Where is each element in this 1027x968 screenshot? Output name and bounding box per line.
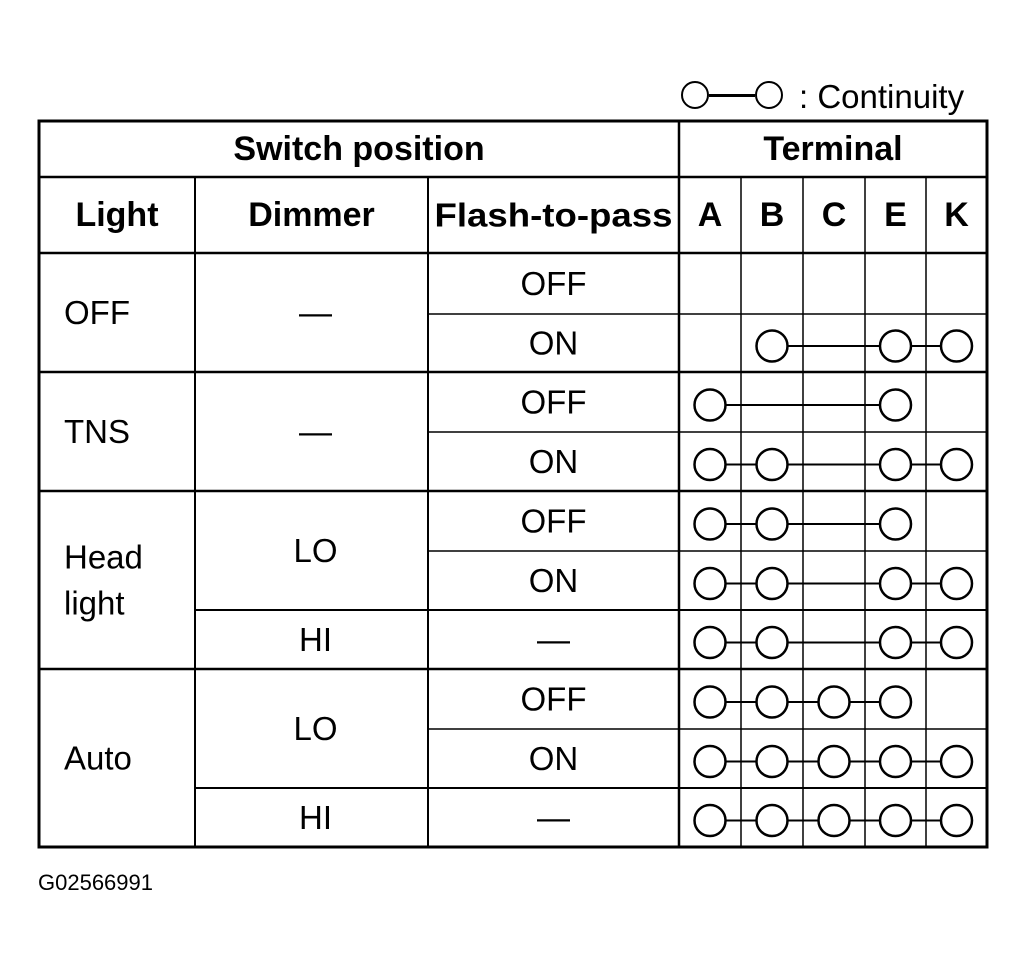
continuity-circle-k [939,744,974,779]
continuity-circle-a [693,566,727,601]
continuity-circle-e [878,507,913,541]
flash-label: — [537,621,570,658]
header-switch-position: Switch position [233,130,484,168]
table-grid [37,119,989,849]
continuity-circle-b [755,744,789,779]
dimmer-label: HI [299,799,332,836]
dimmer-label: HI [299,621,332,658]
dimmer-label: LO [293,710,337,747]
continuity-circle-e [878,329,913,363]
continuity-circle-b [755,447,789,482]
legend-text: : Continuity [799,78,965,115]
continuity-circle-b [755,625,789,660]
legend-connector-line [709,94,755,97]
continuity-circle-k [939,329,974,363]
flash-label: ON [529,325,579,362]
legend-circle-icon [755,81,783,109]
continuity-circle-a [693,388,727,422]
continuity-circle-b [755,566,789,601]
continuity-circle-k [939,625,974,660]
header-dimmer: Dimmer [248,196,375,234]
light-label: Head [64,539,143,576]
light-label: Auto [64,740,132,777]
flash-label: OFF [521,384,587,421]
continuity-circle-e [878,625,913,660]
legend-circle-icon [681,81,709,109]
continuity-circle-a [693,685,727,719]
dimmer-label: LO [293,532,337,569]
continuity-circle-e [878,803,913,838]
light-label: light [64,585,125,622]
figure-code: G02566991 [38,870,153,895]
continuity-circle-c [817,744,851,779]
dimmer-label: — [299,294,332,331]
continuity-circle-b [755,685,789,719]
continuity-circle-c [817,685,851,719]
table-border [37,119,989,849]
flash-label: OFF [521,503,587,540]
flash-label: ON [529,562,579,599]
continuity-circle-a [693,625,727,660]
light-label: TNS [64,413,130,450]
continuity-circle-k [939,566,974,601]
continuity-circle-b [755,803,789,838]
continuity-circle-k [939,447,974,482]
header-light: Light [75,196,158,234]
continuity-circle-a [693,803,727,838]
continuity-circle-a [693,744,727,779]
continuity-circle-e [878,685,913,719]
flash-label: OFF [521,265,587,302]
flash-label: ON [529,740,579,777]
flash-label: — [537,799,570,836]
continuity-circle-e [878,447,913,482]
continuity-circle-c [817,803,851,838]
continuity-circle-b [755,329,789,363]
header-terminal-e: E [884,196,907,234]
continuity-circle-e [878,744,913,779]
light-label: OFF [64,294,130,331]
continuity-circle-e [878,388,913,422]
continuity-circle-a [693,507,727,541]
dimmer-label: — [299,413,332,450]
header-terminal: Terminal [763,130,902,168]
continuity-circle-k [939,803,974,838]
flash-label: OFF [521,681,587,718]
flash-label: ON [529,443,579,480]
continuity-marks [693,329,974,838]
continuity-circle-e [878,566,913,601]
header-terminal-b: B [760,196,785,234]
continuity-circle-a [693,447,727,482]
header-flash-to-pass: Flash-to-pass [435,197,673,234]
header-terminal-k: K [944,196,969,234]
continuity-circle-b [755,507,789,541]
header-terminal-a: A [698,196,723,234]
header-terminal-c: C [822,196,847,234]
